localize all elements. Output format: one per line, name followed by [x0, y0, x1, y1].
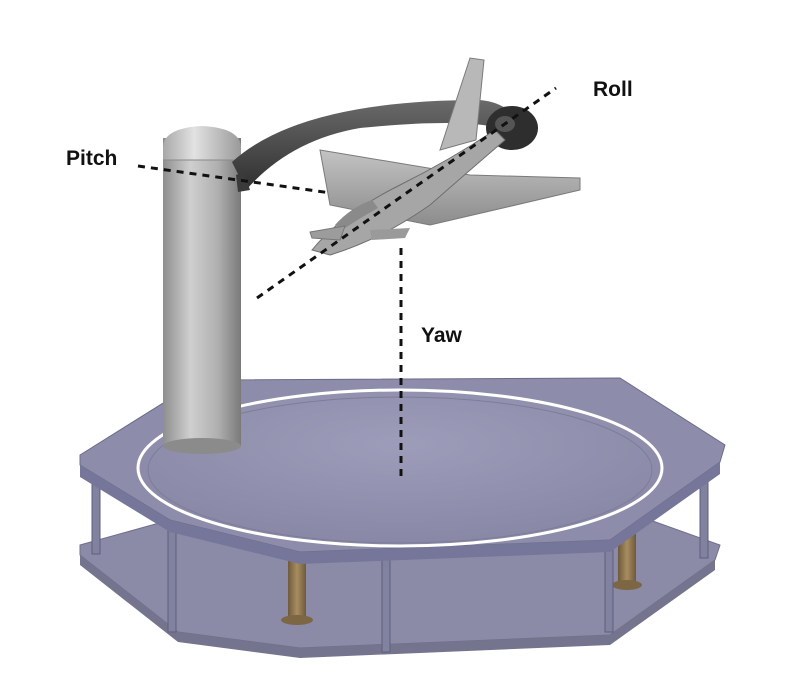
pitch-label: Pitch: [66, 148, 117, 169]
support-column: [163, 126, 241, 454]
aircraft-model: [310, 58, 580, 255]
roll-label: Roll: [593, 79, 633, 100]
yaw-label: Yaw: [421, 325, 462, 346]
